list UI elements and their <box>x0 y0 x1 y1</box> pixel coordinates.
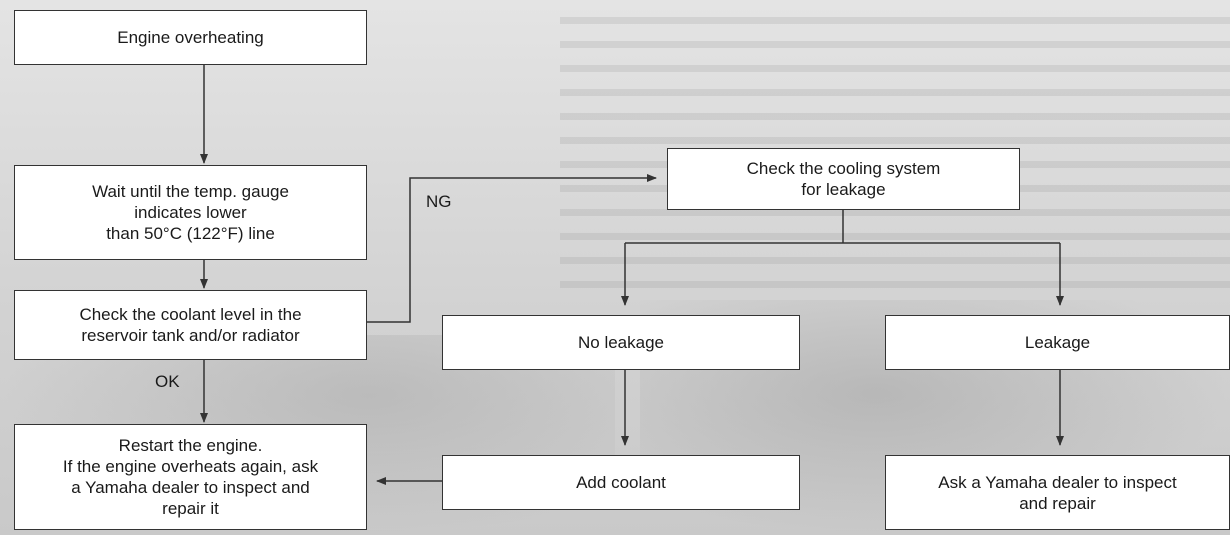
node-wait-temp-gauge: Wait until the temp. gauge indicates low… <box>14 165 367 260</box>
node-add-coolant: Add coolant <box>442 455 800 510</box>
node-check-cooling-system: Check the cooling system for leakage <box>667 148 1020 210</box>
arrow-check-level-to-check-leak <box>367 174 657 323</box>
node-ask-dealer: Ask a Yamaha dealer to inspect and repai… <box>885 455 1230 530</box>
node-leakage: Leakage <box>885 315 1230 370</box>
node-check-coolant-level: Check the coolant level in the reservoir… <box>14 290 367 360</box>
edge-label-ng: NG <box>426 192 452 211</box>
node-restart-engine: Restart the engine. If the engine overhe… <box>14 424 367 530</box>
edge-label-ok: OK <box>155 372 180 391</box>
node-no-leakage: No leakage <box>442 315 800 370</box>
node-engine-overheating: Engine overheating <box>14 10 367 65</box>
